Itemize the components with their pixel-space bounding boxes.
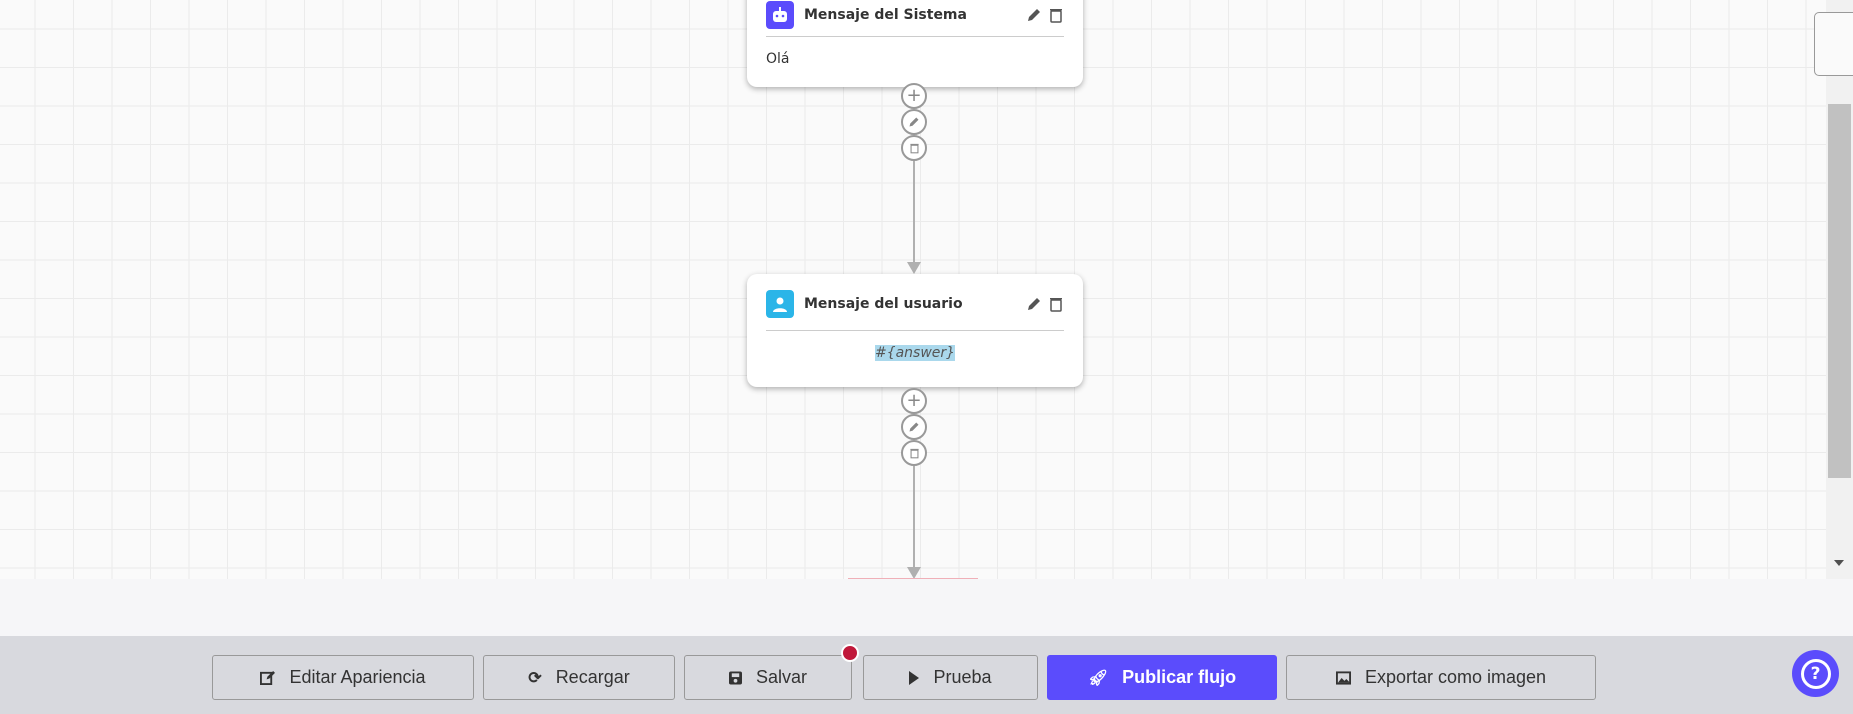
- button-label: Editar Apariencia: [289, 667, 426, 687]
- delete-connection-button[interactable]: [901, 440, 927, 466]
- node-content: #{answer}: [874, 345, 956, 361]
- edit-connection-button[interactable]: [901, 414, 927, 440]
- publish-flow-button[interactable]: 🚀︎ Publicar flujo: [1047, 655, 1277, 700]
- trash-icon: [909, 143, 919, 154]
- connector-arrow: [907, 262, 921, 274]
- button-label: Exportar como imagen: [1364, 667, 1547, 687]
- scroll-down-arrow[interactable]: [1834, 560, 1844, 566]
- export-image-button[interactable]: Exportar como imagen: [1286, 655, 1596, 700]
- edit-icon[interactable]: [1026, 7, 1042, 23]
- play-icon: [909, 670, 920, 685]
- node-title: Mensaje del usuario: [804, 296, 963, 312]
- scrollbar-thumb[interactable]: [1828, 104, 1851, 478]
- save-button[interactable]: Salvar: [684, 644, 859, 700]
- refresh-icon: ⟳: [528, 669, 542, 687]
- trash-icon[interactable]: [1048, 296, 1064, 312]
- node-system-message[interactable]: Mensaje del Sistema Olá: [747, 0, 1083, 87]
- node-title: Mensaje del Sistema: [804, 6, 967, 23]
- test-button[interactable]: Prueba: [863, 655, 1038, 700]
- bottom-toolbar: Editar Apariencia ⟳ Recargar Salvar Prue…: [0, 636, 1853, 714]
- reload-button[interactable]: ⟳ Recargar: [483, 655, 675, 700]
- minimap-panel[interactable]: [1814, 12, 1853, 76]
- connector-line: [913, 466, 915, 571]
- button-label: Recargar: [555, 667, 630, 687]
- next-node-edge: [848, 578, 978, 579]
- button-label: Prueba: [933, 667, 992, 687]
- pencil-icon: [909, 117, 919, 127]
- button-label: Salvar: [755, 667, 808, 687]
- connector-arrow: [907, 567, 921, 579]
- edit-appearance-button[interactable]: Editar Apariencia: [212, 655, 474, 700]
- edit-square-icon: [260, 670, 276, 685]
- floppy-disk-icon: [728, 671, 742, 684]
- node-user-message[interactable]: Mensaje del usuario #{answer}: [747, 274, 1083, 387]
- edit-connection-button[interactable]: [901, 109, 927, 135]
- trash-icon: [909, 448, 919, 459]
- button-label: Publicar flujo: [1122, 667, 1237, 687]
- rocket-icon: 🚀︎: [1087, 669, 1109, 687]
- robot-icon: [766, 0, 794, 29]
- node-content: Olá: [766, 51, 790, 67]
- image-icon: [1335, 670, 1351, 685]
- connector-line: [913, 161, 915, 265]
- trash-icon[interactable]: [1048, 7, 1064, 23]
- add-node-button[interactable]: +: [901, 388, 927, 414]
- flow-canvas[interactable]: Mensaje del Sistema Olá + Mensaje del us…: [0, 0, 1826, 579]
- help-button[interactable]: ?: [1792, 650, 1839, 697]
- unsaved-indicator: [841, 644, 859, 662]
- delete-connection-button[interactable]: [901, 135, 927, 161]
- question-mark-icon: ?: [1800, 658, 1831, 689]
- pencil-icon: [909, 422, 919, 432]
- user-icon: [766, 290, 794, 318]
- edit-icon[interactable]: [1026, 296, 1042, 312]
- add-node-button[interactable]: +: [901, 83, 927, 109]
